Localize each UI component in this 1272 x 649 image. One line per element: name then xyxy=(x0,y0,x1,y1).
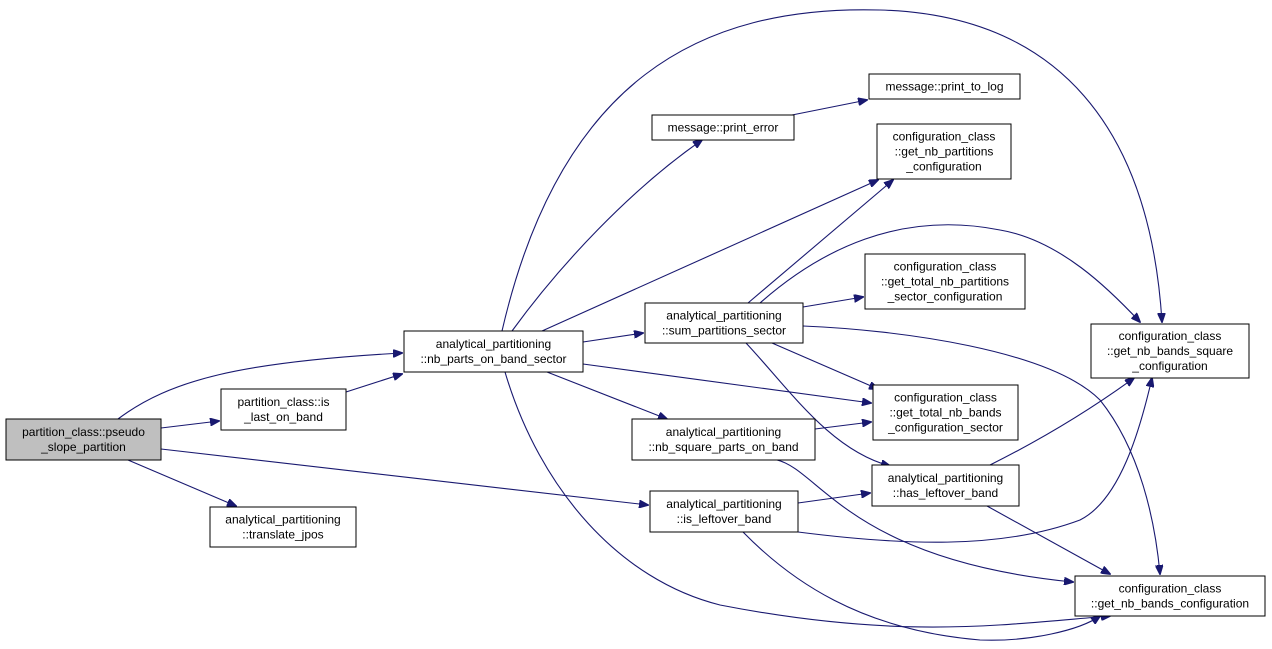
edge-pseudo_slope_partition-to-translate_jpos xyxy=(127,459,236,506)
node-has_leftover_band[interactable]: analytical_partitioning::has_leftover_ba… xyxy=(871,464,1020,507)
edge-is_leftover_band-to-get_nb_bands_configuration xyxy=(742,531,1100,641)
edge-has_leftover_band-to-get_nb_bands_square_configuration xyxy=(989,378,1134,466)
edge-nb_parts_on_band_sector-to-get_nb_bands_square_configuration xyxy=(501,9,1162,332)
node-label-line: _configuration xyxy=(1131,359,1207,373)
node-box xyxy=(872,384,1019,441)
node-label-line: message::print_error xyxy=(668,121,779,135)
edge-is_last_on_band-to-nb_parts_on_band_sector xyxy=(345,374,402,393)
node-box xyxy=(209,506,357,548)
node-label-line: configuration_class xyxy=(893,130,996,144)
node-label-line: analytical_partitioning xyxy=(666,497,781,511)
node-label-line: analytical_partitioning xyxy=(666,309,781,323)
edge-nb_parts_on_band_sector-to-nb_square_parts_on_band xyxy=(546,371,667,419)
edge-sum_partitions_sector-to-get_total_nb_bands_configuration_sector xyxy=(771,342,878,389)
node-label-line: _configuration xyxy=(905,160,981,174)
edge-pseudo_slope_partition-to-is_leftover_band xyxy=(160,448,648,505)
edge-nb_parts_on_band_sector-to-get_nb_partitions_configuration xyxy=(541,180,878,332)
edge-is_leftover_band-to-has_leftover_band xyxy=(797,493,870,504)
edge-nb_parts_on_band_sector-to-sum_partitions_sector xyxy=(582,333,643,343)
node-box xyxy=(1090,323,1250,379)
node-label-line: ::translate_jpos xyxy=(242,528,323,542)
node-label-line: message::print_to_log xyxy=(885,80,1003,94)
node-label-line: partition_class::pseudo xyxy=(22,425,145,439)
node-box xyxy=(220,388,347,431)
edge-has_leftover_band-to-get_nb_bands_configuration xyxy=(986,505,1110,574)
nodes: partition_class::pseudo_slope_partitionp… xyxy=(5,73,1266,617)
node-label-line: analytical_partitioning xyxy=(888,471,1003,485)
node-label-line: ::sum_partitions_sector xyxy=(662,324,786,338)
node-label-line: analytical_partitioning xyxy=(225,513,340,527)
edge-is_leftover_band-to-get_nb_bands_square_configuration xyxy=(797,378,1152,543)
node-box xyxy=(631,418,816,461)
node-box xyxy=(868,73,1021,100)
node-label-line: ::nb_square_parts_on_band xyxy=(648,440,798,454)
node-label-line: ::get_nb_partitions xyxy=(895,145,994,159)
edge-nb_parts_on_band_sector-to-get_total_nb_bands_configuration_sector xyxy=(582,363,871,403)
edge-pseudo_slope_partition-to-is_last_on_band xyxy=(160,421,219,429)
node-translate_jpos[interactable]: analytical_partitioning::translate_jpos xyxy=(209,506,357,548)
node-label-line: configuration_class xyxy=(894,391,997,405)
node-get_total_nb_bands_configuration_sector[interactable]: configuration_class::get_total_nb_bands_… xyxy=(872,384,1019,441)
node-get_total_nb_partitions_sector_configuration[interactable]: configuration_class::get_total_nb_partit… xyxy=(864,253,1026,310)
edge-nb_parts_on_band_sector-to-print_error xyxy=(511,140,702,332)
node-box xyxy=(1074,575,1266,617)
node-label-line: ::nb_parts_on_band_sector xyxy=(420,352,566,366)
node-label-line: partition_class::is xyxy=(237,395,329,409)
node-print_error[interactable]: message::print_error xyxy=(651,114,795,141)
node-label-line: _configuration_sector xyxy=(887,421,1003,435)
node-box xyxy=(871,464,1020,507)
node-label-line: ::get_nb_bands_square xyxy=(1107,344,1233,358)
node-label-line: configuration_class xyxy=(1119,582,1222,596)
node-get_nb_partitions_configuration[interactable]: configuration_class::get_nb_partitions_c… xyxy=(876,123,1012,180)
node-label-line: _sector_configuration xyxy=(887,290,1003,304)
node-label-line: ::is_leftover_band xyxy=(677,512,772,526)
node-print_to_log[interactable]: message::print_to_log xyxy=(868,73,1021,100)
edge-nb_parts_on_band_sector-to-get_nb_bands_configuration xyxy=(504,371,1110,628)
node-label-line: ::get_total_nb_bands xyxy=(889,406,1001,420)
edge-sum_partitions_sector-to-get_nb_partitions_configuration xyxy=(747,180,893,304)
node-is_last_on_band[interactable]: partition_class::is_last_on_band xyxy=(220,388,347,431)
node-label-line: configuration_class xyxy=(894,260,997,274)
edge-pseudo_slope_partition-to-nb_parts_on_band_sector xyxy=(117,353,402,420)
node-nb_parts_on_band_sector[interactable]: analytical_partitioning::nb_parts_on_ban… xyxy=(403,330,584,373)
node-label-line: ::get_nb_bands_configuration xyxy=(1091,597,1249,611)
edge-sum_partitions_sector-to-get_nb_bands_configuration xyxy=(802,325,1160,574)
edge-nb_square_parts_on_band-to-get_total_nb_bands_configuration_sector xyxy=(814,422,871,430)
node-label-line: ::has_leftover_band xyxy=(893,486,998,500)
node-box xyxy=(5,418,162,461)
node-label-line: ::get_total_nb_partitions xyxy=(881,275,1009,289)
edge-sum_partitions_sector-to-get_total_nb_partitions_sector_configuration xyxy=(802,297,863,308)
node-get_nb_bands_square_configuration[interactable]: configuration_class::get_nb_bands_square… xyxy=(1090,323,1250,379)
node-sum_partitions_sector[interactable]: analytical_partitioning::sum_partitions_… xyxy=(644,302,804,344)
node-label-line: _last_on_band xyxy=(243,410,323,424)
node-label-line: analytical_partitioning xyxy=(666,425,781,439)
node-box xyxy=(864,253,1026,310)
edge-sum_partitions_sector-to-has_leftover_band xyxy=(745,342,890,466)
node-label-line: analytical_partitioning xyxy=(436,337,551,351)
node-is_leftover_band[interactable]: analytical_partitioning::is_leftover_ban… xyxy=(649,490,799,533)
node-label-line: configuration_class xyxy=(1119,329,1222,343)
edges xyxy=(117,9,1162,641)
node-label-line: _slope_partition xyxy=(40,440,126,454)
node-box xyxy=(644,302,804,344)
edge-print_error-to-print_to_log xyxy=(791,100,867,116)
node-box xyxy=(876,123,1012,180)
edge-sum_partitions_sector-to-get_nb_bands_square_configuration xyxy=(759,224,1140,322)
node-box xyxy=(403,330,584,373)
node-box xyxy=(651,114,795,141)
node-get_nb_bands_configuration[interactable]: configuration_class::get_nb_bands_config… xyxy=(1074,575,1266,617)
edge-nb_square_parts_on_band-to-get_nb_bands_configuration xyxy=(776,459,1073,582)
node-pseudo_slope_partition[interactable]: partition_class::pseudo_slope_partition xyxy=(5,418,162,461)
node-box xyxy=(649,490,799,533)
node-nb_square_parts_on_band[interactable]: analytical_partitioning::nb_square_parts… xyxy=(631,418,816,461)
